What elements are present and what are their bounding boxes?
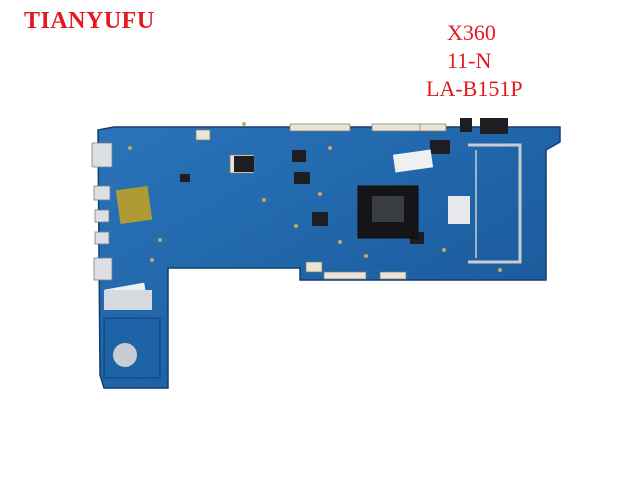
model-line-2: 11-N	[447, 48, 492, 73]
brand-label: TIANYUFU	[24, 8, 155, 34]
pcb-board	[97, 126, 561, 389]
ram-slot	[468, 143, 522, 264]
model-line-1: X360	[447, 20, 496, 45]
gold-contact	[115, 185, 153, 225]
usb-ports	[91, 142, 113, 281]
smd-components	[128, 122, 502, 272]
wifi-card	[103, 290, 161, 379]
model-line-3: LA-B151P	[426, 76, 523, 101]
cpu	[357, 185, 419, 239]
